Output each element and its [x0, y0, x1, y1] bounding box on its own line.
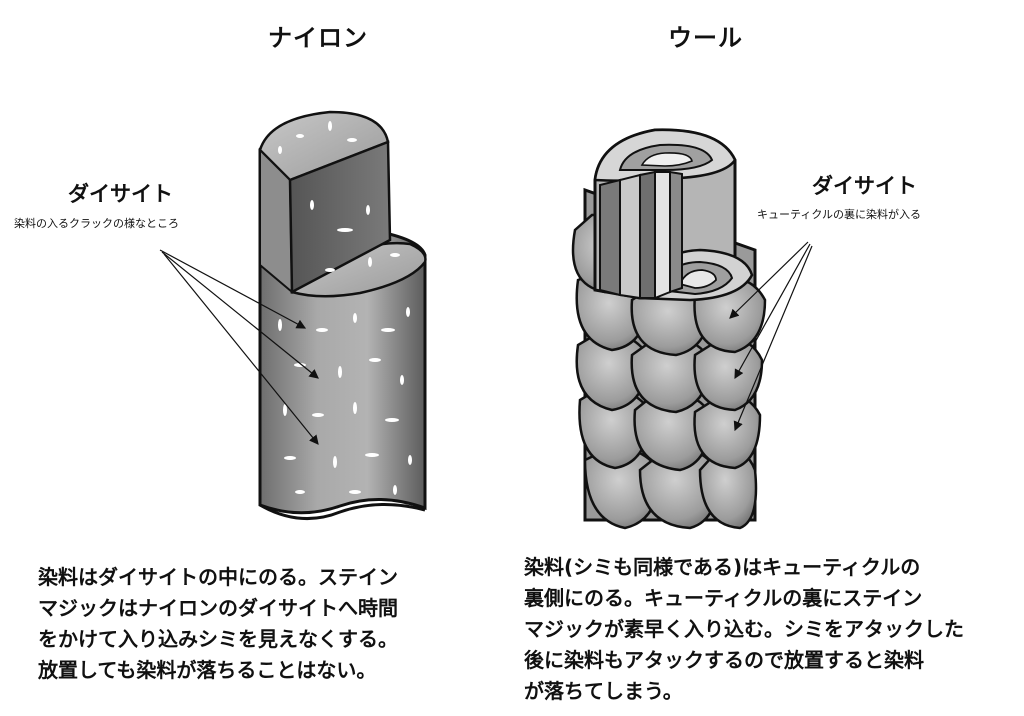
caption-line: マジックはナイロンのダイサイトへ時間 — [38, 596, 398, 620]
nylon-arrows — [159, 249, 319, 445]
wool-fiber — [571, 128, 767, 530]
nylon-fiber — [258, 110, 427, 521]
nylon-caption: 染料はダイサイトの中にのる。ステイン マジックはナイロンのダイサイトへ時間 をか… — [38, 562, 398, 686]
wool-title: ウール — [668, 24, 743, 52]
caption-line: 裏側にのる。キューティクルの裏にステイン — [524, 586, 923, 610]
caption-line: 放置しても染料が落ちることはない。 — [38, 658, 377, 682]
nylon-dye-site-label: ダイサイト — [68, 182, 173, 206]
wool-arrows — [729, 241, 813, 432]
caption-line: 後に染料もアタックするので放置すると染料 — [524, 648, 924, 672]
nylon-dye-site-description: 染料の入るクラックの様なところ — [14, 217, 179, 230]
wool-dye-site-label: ダイサイト — [812, 174, 917, 198]
caption-line: マジックが素早く入り込む。シミをアタックした — [524, 617, 964, 641]
wool-dye-site-description: キューティクルの裏に染料が入る — [757, 208, 922, 221]
caption-line: をかけて入り込みシミを見えなくする。 — [38, 627, 398, 651]
nylon-title: ナイロン — [268, 24, 368, 52]
caption-line: 染料はダイサイトの中にのる。ステイン — [38, 565, 398, 589]
caption-line: 染料(シミも同様である)はキューティクルの — [524, 555, 921, 579]
caption-line: が落ちてしまう。 — [524, 679, 683, 703]
wool-caption: 染料(シミも同様である)はキューティクルの 裏側にのる。キューティクルの裏にステ… — [524, 552, 964, 707]
